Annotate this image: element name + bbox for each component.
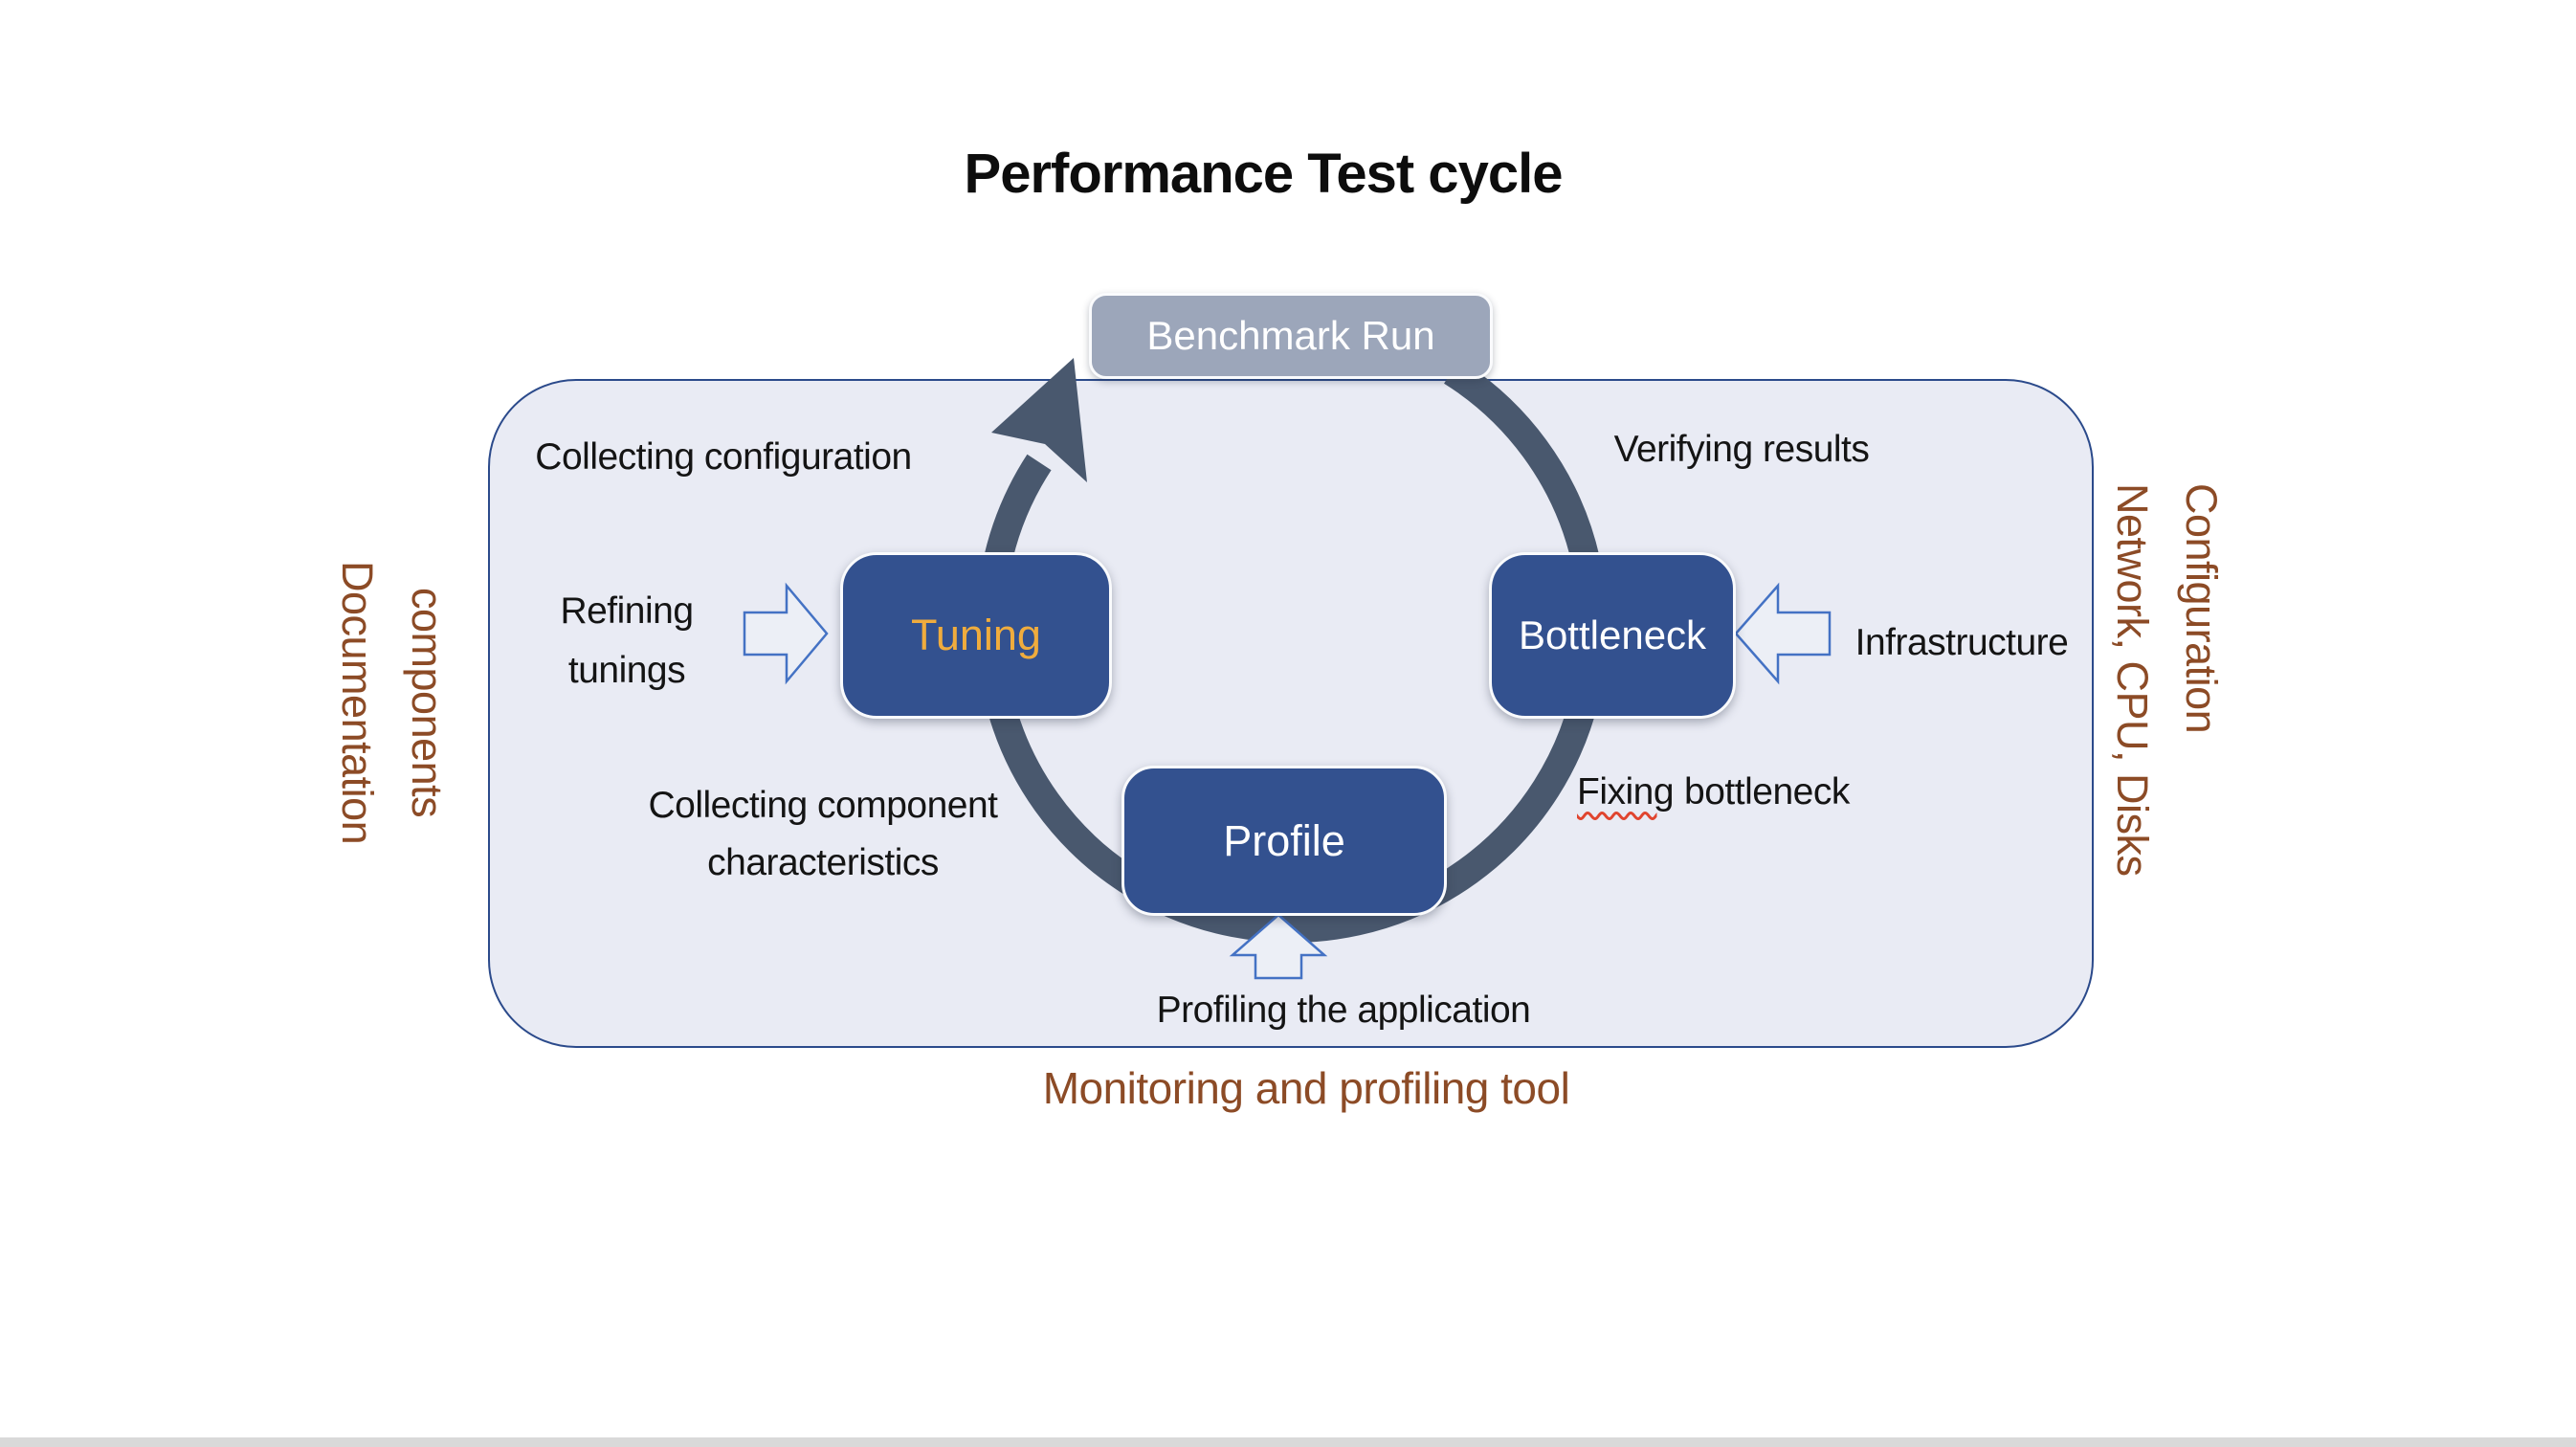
block-arrow-left-icon [1734, 582, 1832, 685]
node-tuning: Tuning [840, 552, 1112, 719]
label-profiling-the-application: Profiling the application [1156, 990, 1531, 1031]
node-profile-label: Profile [1223, 815, 1345, 865]
label-fixing-bottleneck: Fixing bottleneck [1577, 764, 1850, 821]
cycle-arrowhead-icon [991, 358, 1087, 482]
label-collecting-configuration: Collecting configuration [535, 436, 912, 478]
node-benchmark-run-label: Benchmark Run [1146, 313, 1435, 358]
label-collecting-component-characteristics: Collecting component characteristics [648, 785, 998, 884]
node-bottleneck: Bottleneck [1489, 552, 1736, 719]
node-profile: Profile [1121, 766, 1447, 916]
caption-configuration-network: Configuration Network, CPU, Disks [2108, 483, 2226, 877]
block-arrow-up-icon [1229, 913, 1328, 980]
label-verifying-results: Verifying results [1613, 429, 1870, 470]
label-infrastructure: Infrastructure [1854, 622, 2069, 663]
node-bottleneck-label: Bottleneck [1518, 612, 1707, 657]
label-refining-tunings: Refining tunings [560, 590, 694, 692]
caption-monitoring-tool: Monitoring and profiling tool [1042, 1063, 1570, 1113]
bottom-progress-track [0, 1437, 2576, 1447]
block-arrow-right-icon [743, 582, 829, 685]
node-benchmark-run: Benchmark Run [1089, 293, 1493, 379]
fixing-bottleneck-rest: bottleneck [1684, 771, 1850, 813]
fixing-word-misspelled: Fixing [1577, 771, 1675, 813]
caption-documentation-components: Documentation components [332, 560, 452, 845]
node-tuning-label: Tuning [911, 611, 1041, 659]
page-title: Performance Test cycle [964, 143, 1564, 205]
